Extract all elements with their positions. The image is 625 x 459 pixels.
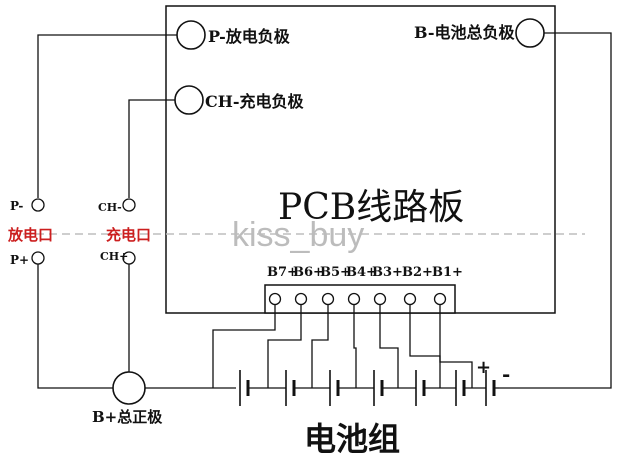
b-minus-terminal-label: B-电池总负极: [414, 23, 515, 42]
ch-minus-port-circle: [122, 198, 136, 212]
cell-tap-label-b2plus: B2+: [402, 265, 433, 280]
ch-minus-terminal-circle: [174, 85, 204, 115]
cell-tap-label-b7plus: B7+: [267, 265, 298, 280]
b-minus-terminal-circle: [515, 18, 545, 48]
b-plus-total-circle: [112, 371, 146, 405]
cell-tap-wire: [409, 305, 441, 388]
battery-cells: [239, 305, 499, 406]
p-plus-wire: [37, 264, 113, 389]
connector-pin: [268, 292, 282, 306]
p-minus-wire: [37, 34, 177, 198]
watermark-text: kiss_buy: [232, 216, 364, 254]
b-minus-wire: [499, 32, 612, 389]
connector-pin: [433, 292, 447, 306]
connector-pin: [403, 292, 417, 306]
ch-minus-terminal-label: CH-充电负极: [205, 92, 304, 111]
discharge-port-label: 放电口: [7, 226, 53, 244]
p-minus-terminal-circle: [176, 20, 206, 50]
pack-minus-sign: -: [502, 362, 510, 386]
charge-port-label: 充电口: [106, 226, 151, 244]
connector-pin: [294, 292, 308, 306]
connector-pin: [347, 292, 361, 306]
b-plus-total-label: B+总正极: [92, 408, 163, 426]
pcb-title: PCB线路板: [278, 187, 464, 228]
connector-pin: [321, 292, 335, 306]
left-ch-minus-label: CH-: [98, 201, 122, 214]
cell-tap-wire: [311, 305, 329, 388]
cell-tap-label-b5plus: B5+: [320, 265, 351, 280]
left-p-minus-label: P-: [10, 199, 23, 213]
cell-tap-wire: [379, 305, 399, 388]
left-ch-plus-label: CH+: [100, 250, 128, 263]
cell-tap-label-b4plus: B4+: [346, 265, 377, 280]
battery-pack-label: 电池组: [304, 420, 400, 458]
cell-tap-label-b3plus: B3+: [372, 265, 403, 280]
p-minus-port-circle: [31, 198, 45, 212]
cell-tap-wire: [353, 305, 357, 388]
p-plus-port-circle: [31, 251, 45, 265]
cell-tap-label-b6plus: B6+: [293, 265, 324, 280]
ch-minus-wire: [128, 99, 175, 198]
left-p-plus-label: P+: [10, 253, 29, 267]
b7-plus-wire: [212, 305, 276, 388]
connector-pin: [373, 292, 387, 306]
cell-tap-label-b1plus: B1+: [432, 265, 463, 280]
p-minus-terminal-label: P-放电负极: [208, 27, 291, 46]
cell-tap-wire: [267, 305, 302, 388]
balance-connector-pins: [268, 292, 447, 306]
cell-tap-wire: [439, 305, 473, 388]
pack-plus-sign: +: [476, 357, 491, 378]
cell-tap-labels: B7+B6+B5+B4+B3+B2+B1+: [267, 265, 463, 280]
